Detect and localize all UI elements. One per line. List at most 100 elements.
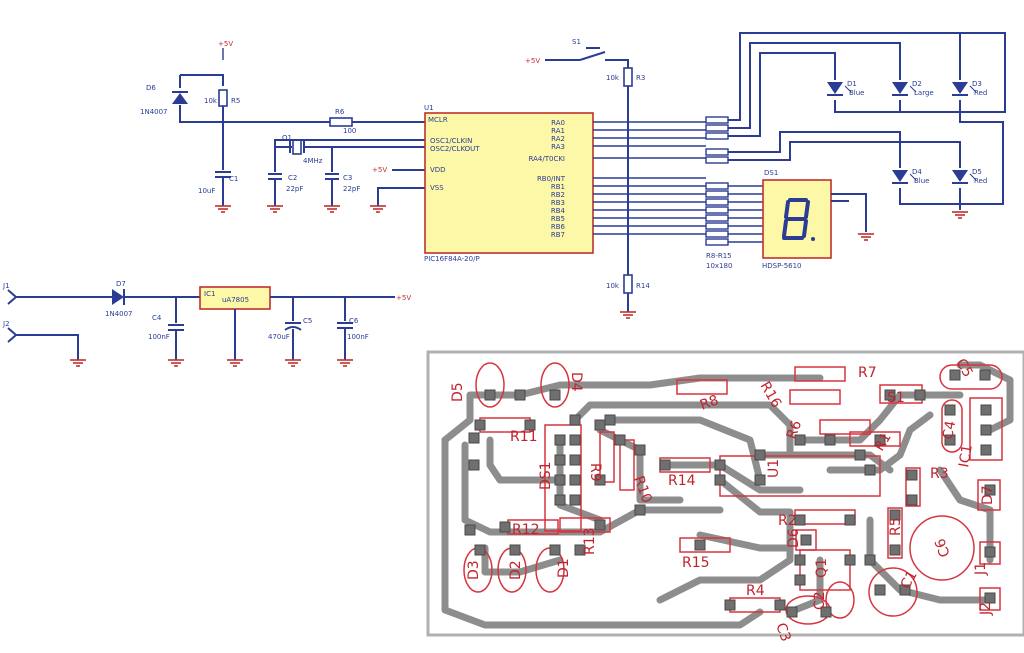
c2-ref: C2: [288, 174, 297, 182]
pcb-pad: [604, 414, 616, 426]
power-label: +5V: [396, 294, 411, 302]
u1-pin-label: RB4: [551, 207, 566, 215]
u1-pin-label: RA4/T0CKI: [529, 155, 565, 163]
pcb-pad: [694, 539, 706, 551]
led-symbol: [827, 82, 843, 94]
pcb-pad: [554, 454, 566, 466]
pcb-ref-label: R15: [682, 555, 710, 571]
pcb-pad: [889, 544, 901, 556]
pcb-pad: [614, 434, 626, 446]
u1-pin-label: RA3: [551, 143, 565, 151]
resistor-body: [705, 238, 729, 246]
pcb-pad: [509, 544, 521, 556]
r14-resistor: [623, 274, 633, 294]
u1-pin-label: RB5: [551, 215, 565, 223]
pcb-pad: [634, 504, 646, 516]
pcb-ref-label: R8: [698, 392, 721, 413]
u1-header: MCLR: [428, 116, 448, 124]
decimal-point: [811, 237, 815, 241]
pcb-pad: [659, 459, 671, 471]
pcb-ref-label: R3: [930, 466, 949, 482]
u1-pin-label: RB1: [551, 183, 565, 191]
pcb-pad: [569, 474, 581, 486]
u1-pin-vss: VSS: [430, 184, 444, 192]
schematic: +5V D6 1N4007 10k R5 C1 10uF R6 100 Q1 4…: [2, 32, 1006, 367]
pcb-pad: [980, 424, 992, 436]
pcb-ref-label: C2: [812, 591, 828, 610]
resistor-body: [705, 132, 729, 140]
pcb-pad: [844, 514, 856, 526]
pcb-ref-label: IC1: [956, 443, 976, 468]
pcb-ref-label: D3: [466, 560, 482, 580]
pcb-pad: [468, 459, 480, 471]
pcb-pad: [864, 464, 876, 476]
resistor-body: [705, 182, 729, 190]
s1-ref: S1: [572, 38, 581, 46]
resistor-body: [705, 148, 729, 156]
pcb-ref-label: C3: [772, 621, 793, 644]
r3-value: 10k: [606, 74, 620, 82]
pcb-ref-label: DS1: [538, 461, 554, 490]
pcb-pad: [984, 484, 996, 496]
crystal-q1: [292, 139, 302, 155]
seven-segment-digit: [782, 198, 810, 240]
pcb-ref-label: R2: [778, 513, 797, 529]
connector-j1: [7, 289, 18, 305]
pcb-pad: [754, 474, 766, 486]
power-label: +5V: [218, 40, 233, 48]
r3-ref: R3: [636, 74, 645, 82]
pcb-pad: [474, 419, 486, 431]
pcb-pad: [549, 389, 561, 401]
pcb-pad: [569, 494, 581, 506]
led-value: Large: [914, 89, 934, 97]
pcb-ref-label: D1: [556, 558, 572, 578]
pcb-pad: [524, 419, 536, 431]
u1-right-pins: RA0RA1RA2RA3RA4/T0CKIRB0/INTRB1RB2RB3RB4…: [529, 119, 706, 239]
pcb-pad: [774, 599, 786, 611]
pcb-ref-label: D6: [786, 528, 802, 548]
pcb-ref-label: R9: [587, 463, 603, 482]
pcb-pad: [594, 519, 606, 531]
pcb-pad: [980, 444, 992, 456]
led-symbol: [952, 82, 968, 94]
pcb-pad: [714, 459, 726, 471]
pcb-ref-label: D7: [980, 485, 996, 505]
pcb-ref-label: C6: [932, 536, 953, 559]
pcb-ref-label: R13: [582, 527, 598, 555]
pcb-ref-label: R14: [668, 473, 696, 489]
pcb-pad: [794, 434, 806, 446]
connector-j2: [7, 327, 18, 343]
u1-pin-label: RB7: [551, 231, 565, 239]
pcb-pad: [569, 454, 581, 466]
r5-ref: R5: [231, 97, 240, 105]
pcb-pad: [980, 404, 992, 416]
resistor-body: [705, 156, 729, 164]
u1-chip: [424, 112, 594, 254]
pcb-ref-label: D5: [450, 382, 466, 402]
led-arrow: [844, 85, 852, 93]
led-value: Blue: [849, 89, 865, 97]
pcb-ref-label: U1: [766, 459, 782, 478]
c1-value: 10uF: [198, 187, 215, 195]
pcb-pad: [949, 369, 961, 381]
pcb-pad: [906, 469, 918, 481]
led-symbol: [952, 170, 968, 182]
q1-ref: Q1: [282, 134, 292, 142]
pcb-pad: [554, 494, 566, 506]
r5-value: 10k: [204, 97, 218, 105]
c3-value: 22pF: [343, 185, 360, 193]
pcb-pad: [594, 474, 606, 486]
u1-pin-osc2: OSC2/CLKOUT: [430, 145, 480, 153]
u1-pin-label: RB6: [551, 223, 566, 231]
u1-pin-osc1: OSC1/CLKIN: [430, 137, 472, 145]
led-arrow: [969, 173, 977, 181]
pcb-pad: [944, 404, 956, 416]
resistor-body: [705, 190, 729, 198]
led-value: Red: [974, 89, 987, 97]
pcb-ref-label: D2: [508, 560, 524, 580]
pcb-pad: [984, 592, 996, 604]
pcb-pad: [794, 514, 806, 526]
pcb-pad: [854, 449, 866, 461]
